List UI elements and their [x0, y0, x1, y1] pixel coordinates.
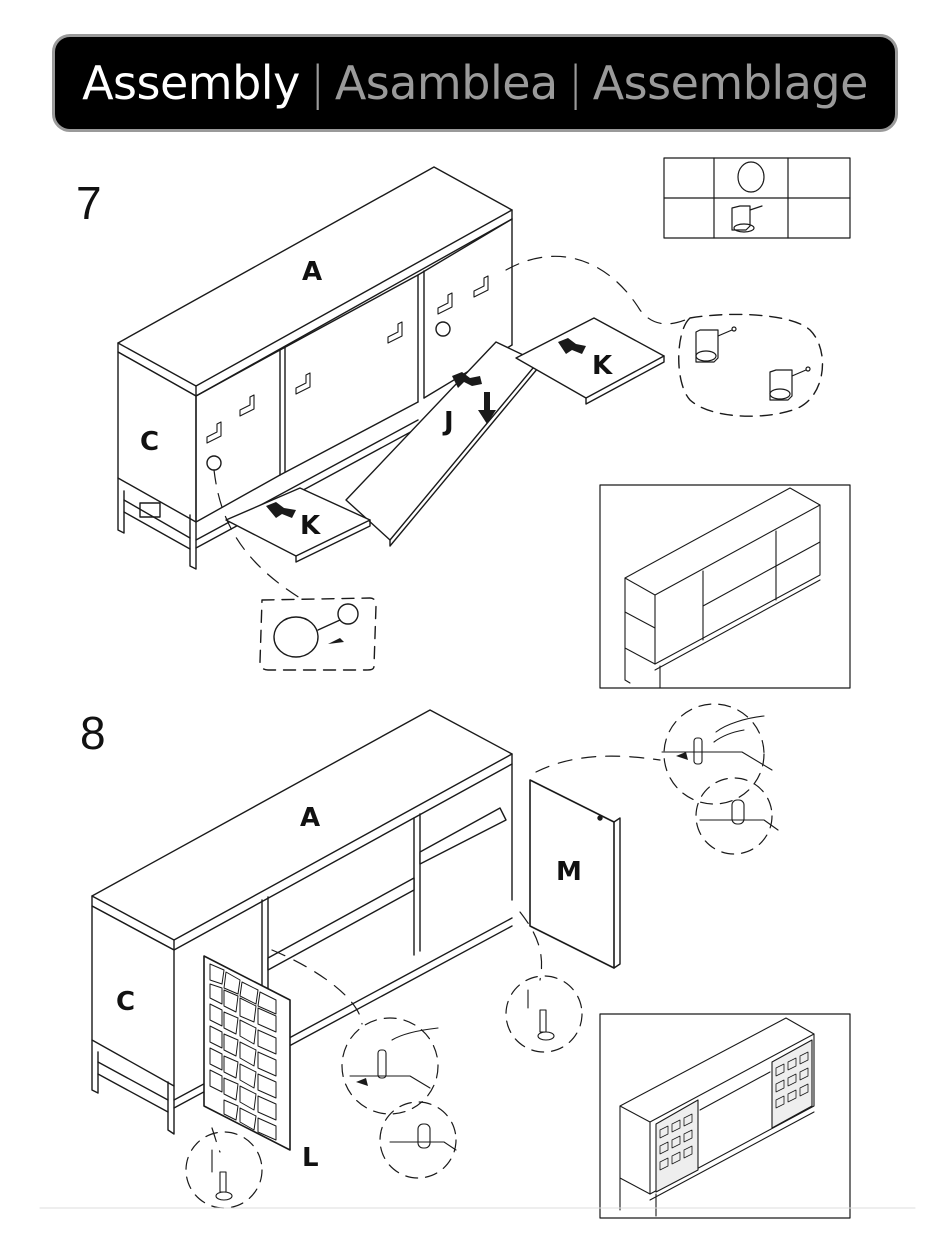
- step-7-label-top-a: A: [302, 257, 322, 287]
- step-7-label-side-c: C: [140, 427, 159, 457]
- step-8-label-side-c: C: [116, 987, 135, 1017]
- step-7-label-panel-j: J: [442, 407, 454, 437]
- step-7-label-shelf-k-right: K: [592, 351, 613, 381]
- step-8-cabinet-drawing: [92, 704, 850, 1218]
- step-8-label-door-l: L: [302, 1143, 319, 1173]
- step-8-label-door-m: M: [556, 857, 582, 887]
- step-7-cabinet-drawing: [118, 158, 850, 688]
- step-8-label-top-a: A: [300, 803, 320, 833]
- step-7-label-shelf-k-left: K: [300, 511, 321, 541]
